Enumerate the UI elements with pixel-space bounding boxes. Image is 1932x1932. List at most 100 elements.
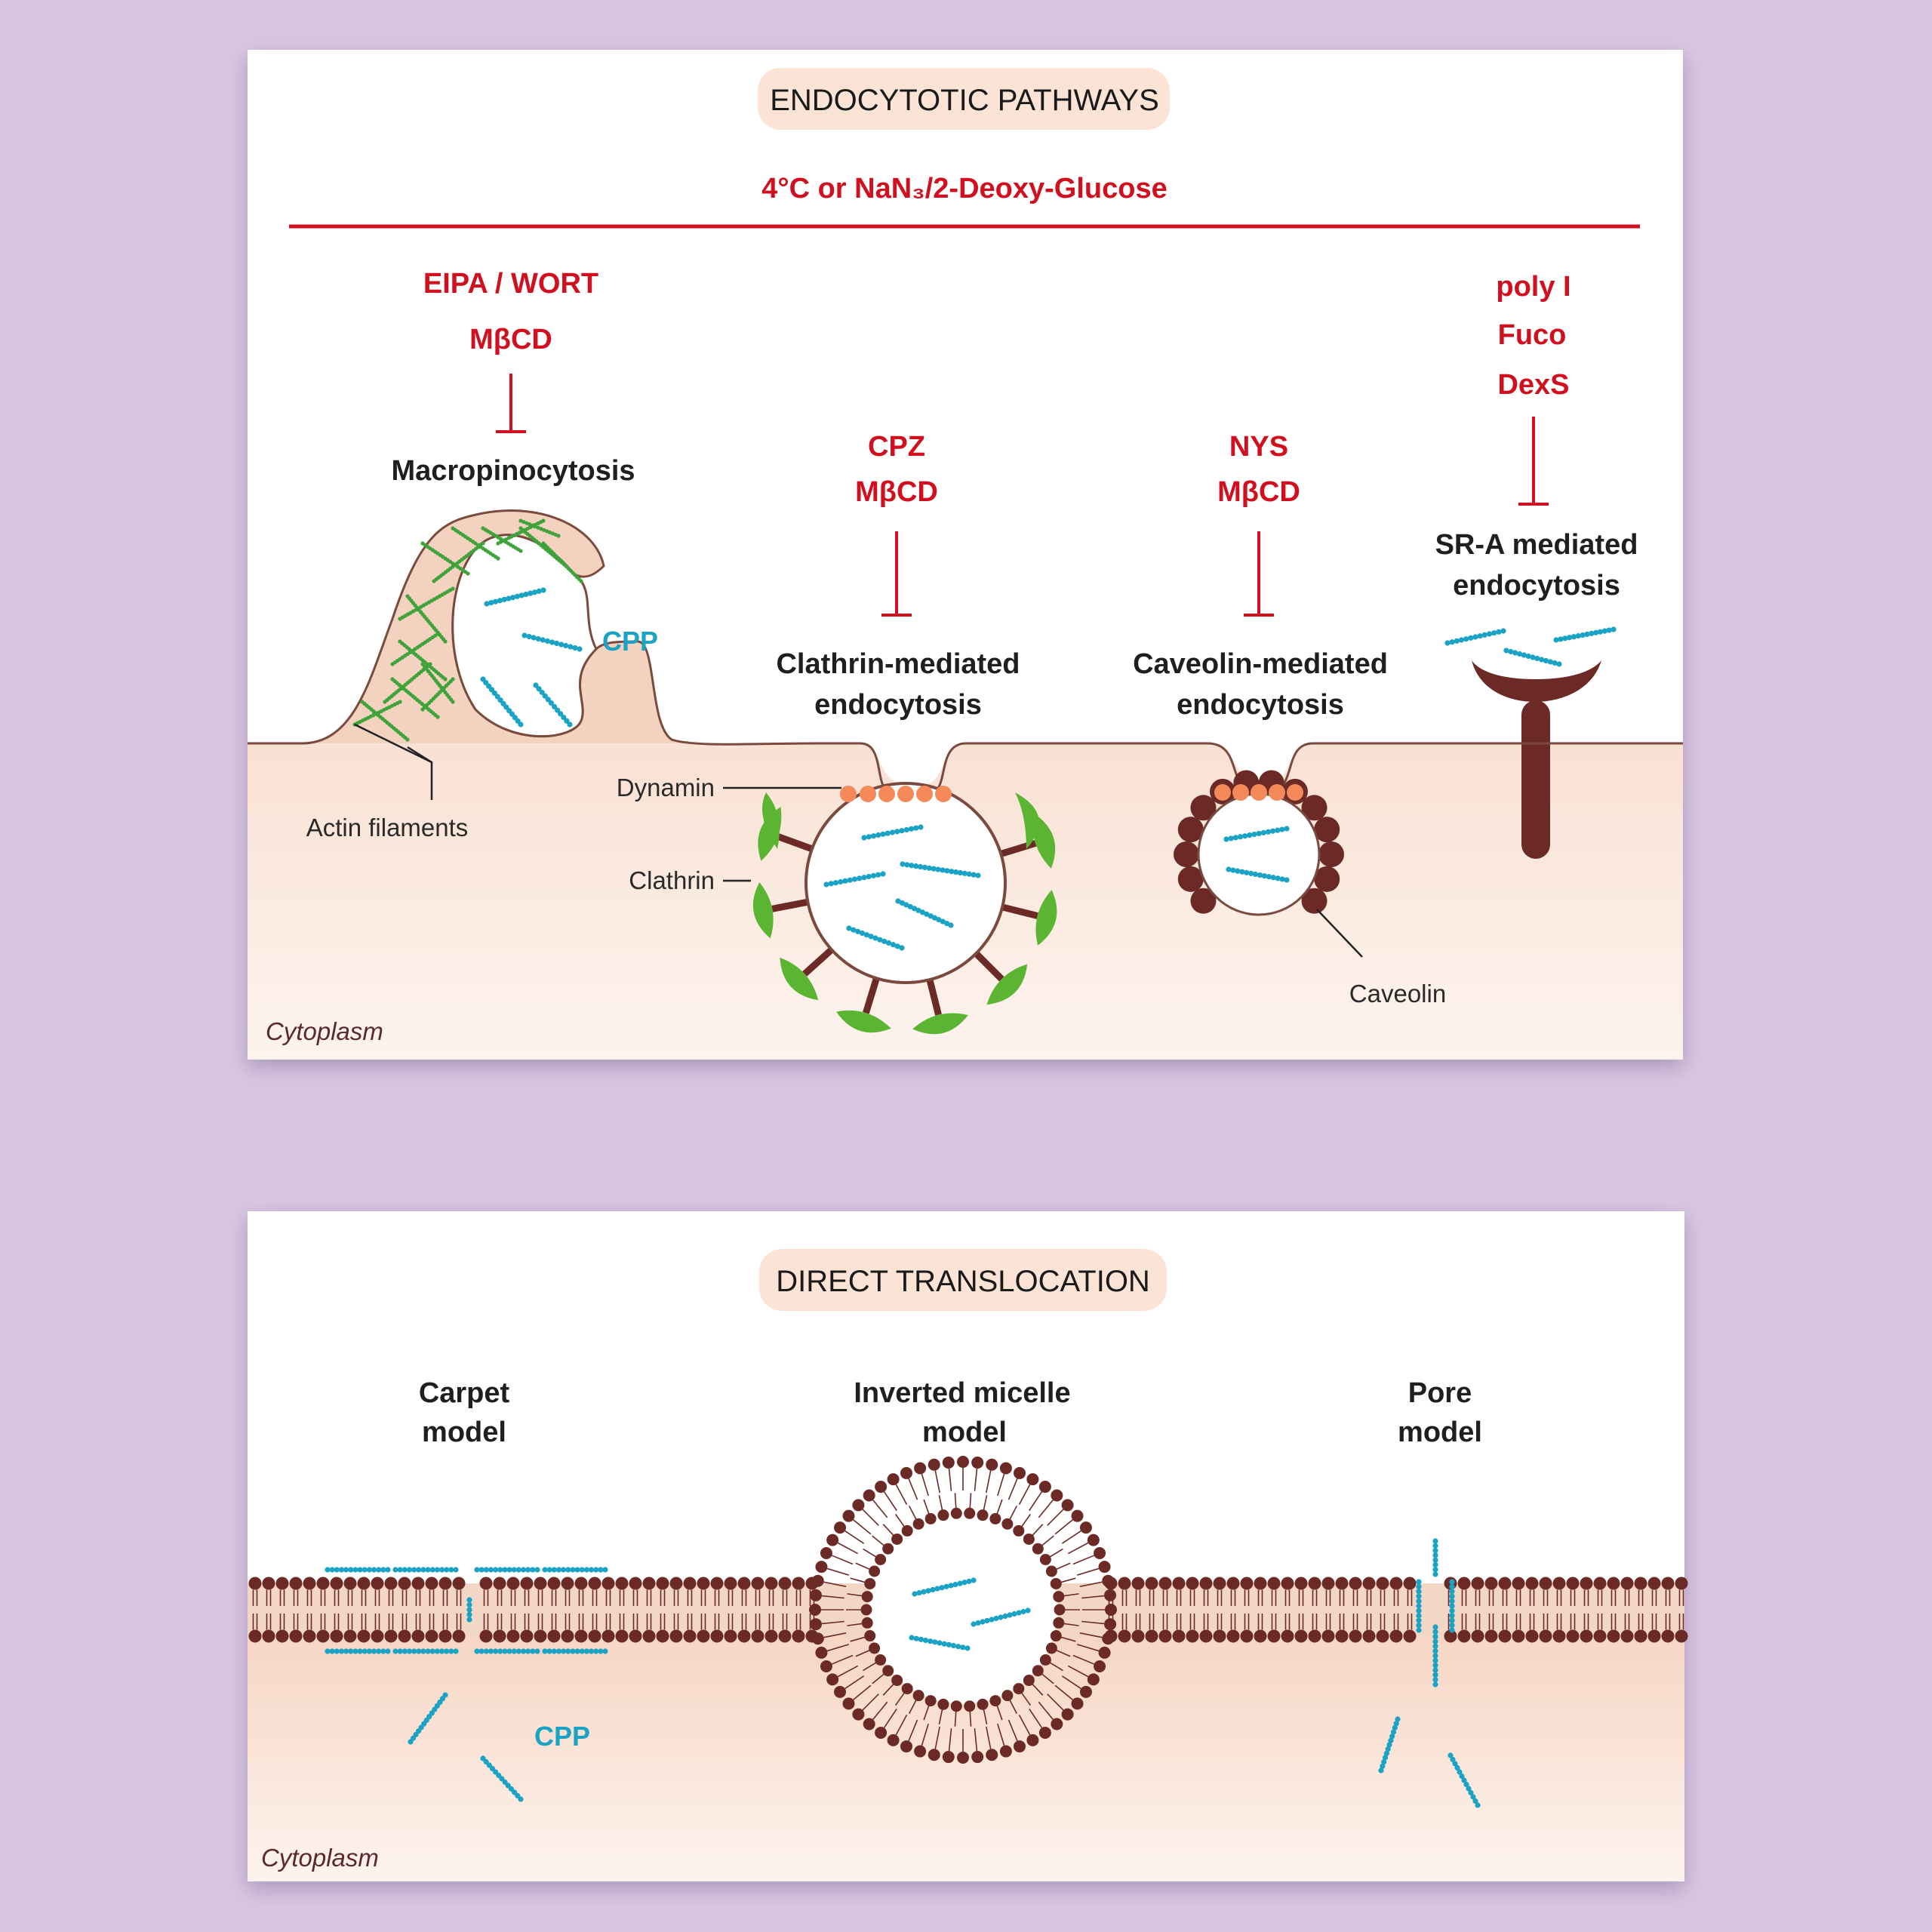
caveolin-cpp-group xyxy=(1223,826,1290,883)
cpp-peptide xyxy=(1432,1624,1438,1687)
dynamin-bead xyxy=(878,786,895,802)
translocation-panel: DIRECT TRANSLOCATION Carpet model Invert… xyxy=(248,1211,1688,1881)
dynamin-bead xyxy=(1287,784,1303,801)
endocytosis-title: ENDOCYTOTIC PATHWAYS xyxy=(770,84,1159,117)
clathrin-unit xyxy=(836,1010,891,1033)
cpp-peptide xyxy=(909,1635,971,1651)
macro-cpp-label: CPP xyxy=(602,626,658,657)
clathrin-unit xyxy=(780,957,819,1001)
actin-filaments xyxy=(352,518,583,742)
dynamin-ring xyxy=(840,786,952,802)
cpp-peptide xyxy=(1416,1579,1422,1633)
clathrin-unit xyxy=(1032,814,1056,869)
clathrin-name-line2: endocytosis xyxy=(814,689,982,721)
cpp-peptide xyxy=(912,1577,977,1597)
sra-name-line1: SR-A mediated xyxy=(1435,529,1638,561)
clathrin-name-line1: Clathrin-mediated xyxy=(776,648,1020,680)
clathrin-unit xyxy=(752,881,774,939)
actin-filament xyxy=(481,526,523,553)
caveolin-bead xyxy=(1314,817,1340,843)
cpp-peptide xyxy=(480,676,524,728)
cpp-peptide xyxy=(484,587,546,607)
cpp-peptide xyxy=(392,1648,459,1654)
cpp-peptide xyxy=(542,1567,608,1573)
micelle-name-line1: Inverted micelle xyxy=(854,1377,1070,1409)
bilayer-lipids xyxy=(248,1577,1688,1643)
macro-inhibitor-1: EIPA / WORT xyxy=(423,268,598,300)
dynamin-label: Dynamin xyxy=(617,774,715,801)
micelle-core xyxy=(869,1515,1057,1704)
cpp-peptide xyxy=(521,632,583,652)
macro-cpp-group xyxy=(480,587,583,728)
clathrin-cpp-group xyxy=(823,824,981,951)
inverted-micelle xyxy=(809,1456,1117,1764)
cpp-peptide xyxy=(1449,1579,1455,1633)
cytoplasm-label-top: Cytoplasm xyxy=(266,1017,383,1045)
sra-inhibitor-2: Fuco xyxy=(1498,319,1567,351)
cpp-peptide xyxy=(1553,626,1617,643)
actin-filament xyxy=(518,518,561,538)
caveolin-inhibitor-2: MβCD xyxy=(1217,476,1300,508)
clathrin-label: Clathrin xyxy=(629,866,715,894)
cpp-peptide xyxy=(1223,826,1290,842)
dynamin-bead xyxy=(860,786,876,802)
cpp-peptide xyxy=(971,1607,1031,1627)
caveolin-bead xyxy=(1190,795,1217,821)
translocation-cpp-label: CPP xyxy=(534,1721,590,1752)
actin-filament xyxy=(420,677,455,712)
pore-name-line2: model xyxy=(1398,1417,1482,1448)
dynamin-bead xyxy=(1232,784,1249,801)
clathrin-triskelion-leg xyxy=(926,978,942,1016)
cpp-peptide xyxy=(480,1755,524,1802)
cpp-peptide xyxy=(392,1567,459,1573)
caveolin-bead xyxy=(1318,841,1344,867)
carpet-cpp-group xyxy=(325,1567,608,1802)
cpp-peptide xyxy=(1503,648,1562,667)
macro-inhibitor-2: MβCD xyxy=(469,324,552,355)
pore-cpp-group xyxy=(1378,1538,1481,1808)
caveolar-vesicle xyxy=(1197,792,1321,916)
cpp-peptide xyxy=(466,1597,472,1623)
caveolin-bead xyxy=(1190,888,1217,914)
clathrin-triskelion-leg xyxy=(974,951,1004,982)
cpp-peptide xyxy=(542,1648,608,1654)
actin-filament xyxy=(398,586,455,621)
dynamin-bead xyxy=(916,786,933,802)
caveolin-name-line1: Caveolin-mediated xyxy=(1133,648,1388,680)
dynamin-bead xyxy=(840,786,857,802)
cpp-peptide xyxy=(1226,866,1290,883)
clathrin-coat xyxy=(752,792,1057,1035)
pore-name-line1: Pore xyxy=(1408,1377,1472,1409)
actin-filament xyxy=(541,541,583,583)
sr-a-receptor xyxy=(1472,660,1601,702)
macropinocytosis-label: Macropinocytosis xyxy=(391,455,635,487)
sra-inhibitor-1: poly I xyxy=(1496,271,1571,303)
sra-inhibitor-3: DexS xyxy=(1497,369,1569,401)
cpp-peptide xyxy=(408,1692,448,1745)
dynamin-bead xyxy=(935,786,952,802)
caveolin-bead xyxy=(1174,841,1199,867)
translocation-title: DIRECT TRANSLOCATION xyxy=(776,1265,1150,1298)
cpp-peptide xyxy=(1447,1752,1481,1808)
caveolin-bead xyxy=(1177,866,1204,892)
caveolin-name-line2: endocytosis xyxy=(1177,689,1344,721)
actin-filament xyxy=(405,594,448,644)
actin-filament xyxy=(451,526,500,561)
cpp-peptide xyxy=(325,1648,391,1654)
endocytosis-title-pill xyxy=(758,68,1170,130)
clathrin-triskelion-leg xyxy=(777,833,814,853)
clathrin-triskelion-leg xyxy=(771,898,809,912)
cpp-peptide xyxy=(325,1567,391,1573)
carpet-name-line1: Carpet xyxy=(419,1377,510,1409)
dynamin-bead xyxy=(897,786,914,802)
caveolin-pathway: NYS MβCD Caveolin-mediated endocytosis C… xyxy=(1133,431,1446,1008)
clathrin-inhibitor-2: MβCD xyxy=(855,476,938,508)
caveolin-dynamin-ring xyxy=(1214,784,1303,801)
clathrin-triskelion-leg xyxy=(863,977,880,1014)
caveolin-label: Caveolin xyxy=(1349,980,1446,1008)
global-inhibitor-label: 4°C or NaN₃/2-Deoxy-Glucose xyxy=(761,173,1167,205)
clathrin-triskelion-leg xyxy=(802,946,834,977)
actin-filament xyxy=(432,541,485,583)
dynamin-bead xyxy=(1214,784,1231,801)
